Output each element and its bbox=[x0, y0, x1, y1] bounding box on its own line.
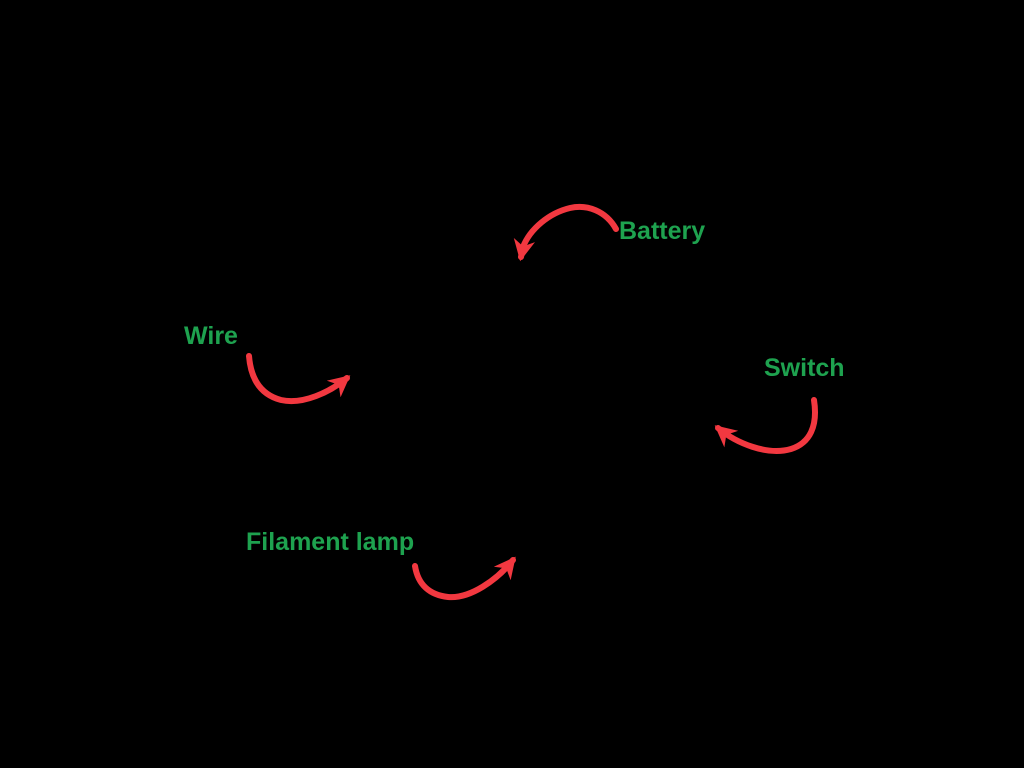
switch-arrow bbox=[714, 397, 818, 454]
battery-arrow bbox=[513, 204, 619, 262]
wire-label: Wire bbox=[184, 322, 238, 350]
switch-label: Switch bbox=[764, 354, 845, 382]
wire-arrow bbox=[246, 353, 351, 405]
battery-label: Battery bbox=[619, 217, 706, 245]
filament-lamp-label: Filament lamp bbox=[246, 528, 415, 556]
filament-lamp-arrow bbox=[412, 556, 516, 601]
